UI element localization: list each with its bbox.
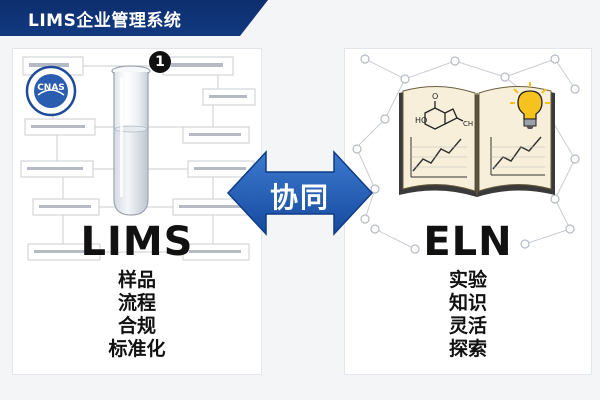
light-bulb-icon bbox=[510, 82, 550, 129]
eln-feature-item: 实验 bbox=[448, 269, 487, 291]
header-title: LIMS企业管理系统 bbox=[28, 11, 182, 31]
collaboration-label: 协同 bbox=[269, 181, 330, 214]
test-tube-icon bbox=[111, 65, 151, 216]
eln-feature-list: 实验 知识 灵活 探索 bbox=[345, 269, 591, 361]
lims-feature-item: 流程 bbox=[117, 292, 156, 314]
double-arrow-icon bbox=[226, 150, 374, 236]
workflow-background-diagram bbox=[20, 56, 256, 261]
svg-text:O: O bbox=[432, 92, 438, 101]
lab-notebook-icon: HO O CH bbox=[399, 85, 555, 197]
eln-panel: HO O CH ELN 实验 知识 灵活 探索 bbox=[344, 48, 592, 375]
eln-feature-item: 知识 bbox=[448, 292, 487, 314]
eln-feature-item: 灵活 bbox=[448, 315, 487, 337]
lims-title: LIMS bbox=[80, 219, 194, 265]
collaboration-arrow: 协同 bbox=[226, 148, 374, 238]
eln-title: ELN bbox=[423, 219, 513, 265]
lims-feature-list: 样品 流程 合规 标准化 bbox=[13, 269, 261, 361]
svg-text:HO: HO bbox=[415, 116, 427, 125]
eln-feature-item: 探索 bbox=[448, 338, 487, 360]
cnas-seal-icon bbox=[25, 65, 77, 117]
header-decoration bbox=[240, 0, 600, 36]
lims-feature-item: 样品 bbox=[117, 269, 156, 291]
step-number-badge: 1 bbox=[149, 51, 171, 73]
svg-text:CH: CH bbox=[463, 120, 473, 128]
cnas-seal-text: CNAS bbox=[37, 83, 65, 93]
lims-panel: CNAS 1 LIMS 样品 流程 合规 标准化 bbox=[12, 48, 262, 375]
lims-feature-item: 标准化 bbox=[108, 338, 166, 360]
lims-feature-item: 合规 bbox=[117, 315, 156, 337]
network-background-diagram bbox=[352, 54, 580, 254]
